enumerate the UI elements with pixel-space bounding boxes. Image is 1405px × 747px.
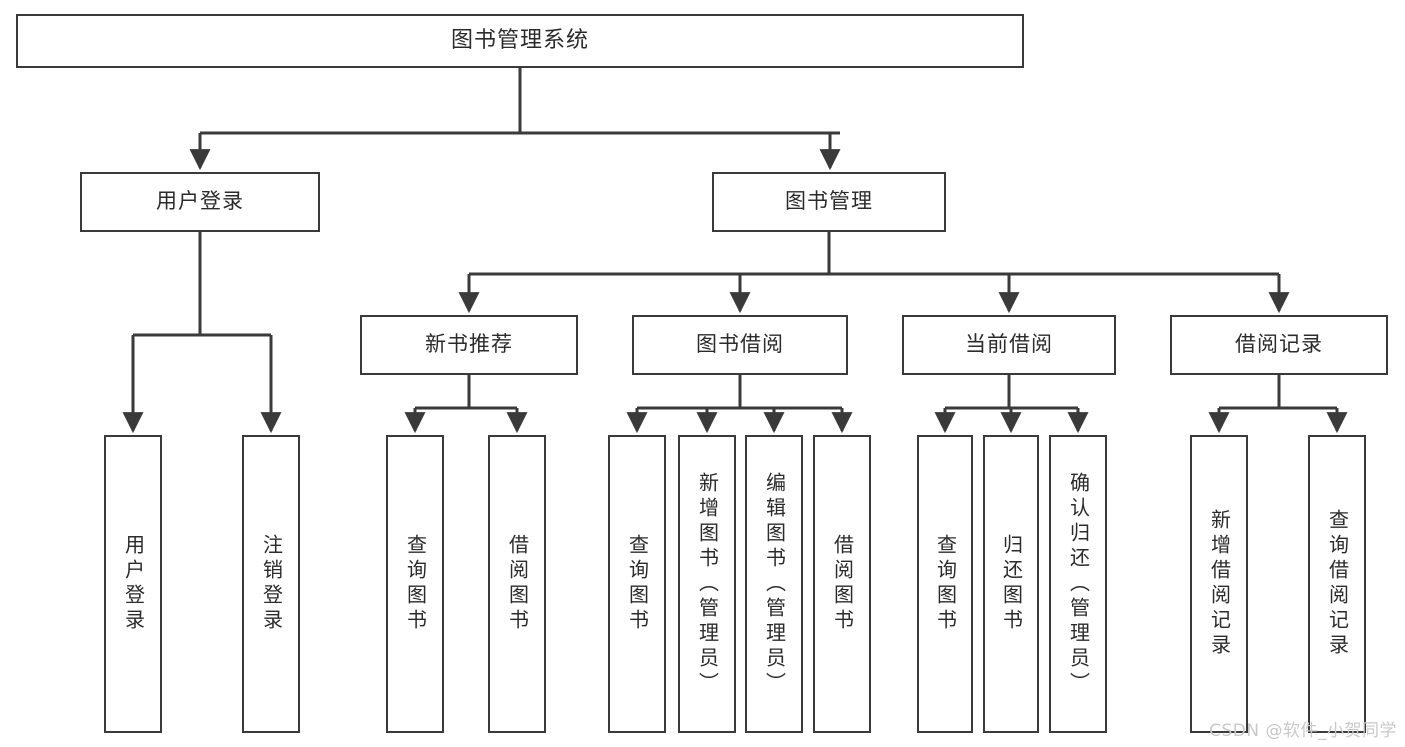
node-current-borrow[interactable]: 当前借阅 [902, 315, 1116, 375]
node-book-borrow-label: 图书借阅 [696, 332, 784, 357]
leaf-confirm-return-admin[interactable]: 确认归还（管理员） [1049, 435, 1107, 733]
watermark: CSDN @软件_小贺同学 [1209, 721, 1397, 741]
leaf-label: 查询借阅记录 [1325, 509, 1350, 659]
leaf-label: 新增借阅记录 [1207, 509, 1232, 659]
leaf-label: 注销登录 [259, 534, 284, 634]
leaf-logout[interactable]: 注销登录 [242, 435, 300, 733]
leaf-label: 借阅图书 [505, 534, 530, 634]
leaf-label: 用户登录 [121, 534, 146, 634]
leaf-label: 查询图书 [933, 534, 958, 634]
node-book-borrow[interactable]: 图书借阅 [632, 315, 848, 375]
leaf-label: 确认归还（管理员） [1066, 471, 1091, 697]
node-current-borrow-label: 当前借阅 [965, 332, 1053, 357]
leaf-borrow-books-recommend[interactable]: 借阅图书 [488, 435, 546, 733]
leaf-label: 编辑图书（管理员） [762, 471, 787, 697]
leaf-user-login[interactable]: 用户登录 [104, 435, 162, 733]
node-borrow-records-label: 借阅记录 [1235, 332, 1323, 357]
leaf-edit-book-admin[interactable]: 编辑图书（管理员） [745, 435, 803, 733]
node-new-book-recommend[interactable]: 新书推荐 [360, 315, 578, 375]
leaf-query-books-current[interactable]: 查询图书 [917, 435, 973, 733]
leaf-label: 新增图书（管理员） [695, 471, 720, 697]
leaf-borrow-book[interactable]: 借阅图书 [813, 435, 871, 733]
leaf-return-book[interactable]: 归还图书 [983, 435, 1039, 733]
leaf-add-book-admin[interactable]: 新增图书（管理员） [678, 435, 736, 733]
leaf-query-books-recommend[interactable]: 查询图书 [386, 435, 444, 733]
leaf-label: 归还图书 [999, 534, 1024, 634]
leaf-query-books-borrow[interactable]: 查询图书 [608, 435, 666, 733]
node-borrow-records[interactable]: 借阅记录 [1170, 315, 1388, 375]
node-new-book-recommend-label: 新书推荐 [425, 332, 513, 357]
leaf-label: 查询图书 [403, 534, 428, 634]
node-book-management-label: 图书管理 [785, 189, 873, 214]
node-user-login-label: 用户登录 [156, 189, 244, 214]
leaf-query-borrow-record[interactable]: 查询借阅记录 [1308, 435, 1366, 733]
node-root-label: 图书管理系统 [450, 27, 589, 53]
node-book-management[interactable]: 图书管理 [712, 172, 946, 232]
leaf-label: 借阅图书 [830, 534, 855, 634]
node-user-login[interactable]: 用户登录 [80, 172, 320, 232]
leaf-label: 查询图书 [625, 534, 650, 634]
node-root-system[interactable]: 图书管理系统 [16, 14, 1024, 68]
leaf-add-borrow-record[interactable]: 新增借阅记录 [1190, 435, 1248, 733]
